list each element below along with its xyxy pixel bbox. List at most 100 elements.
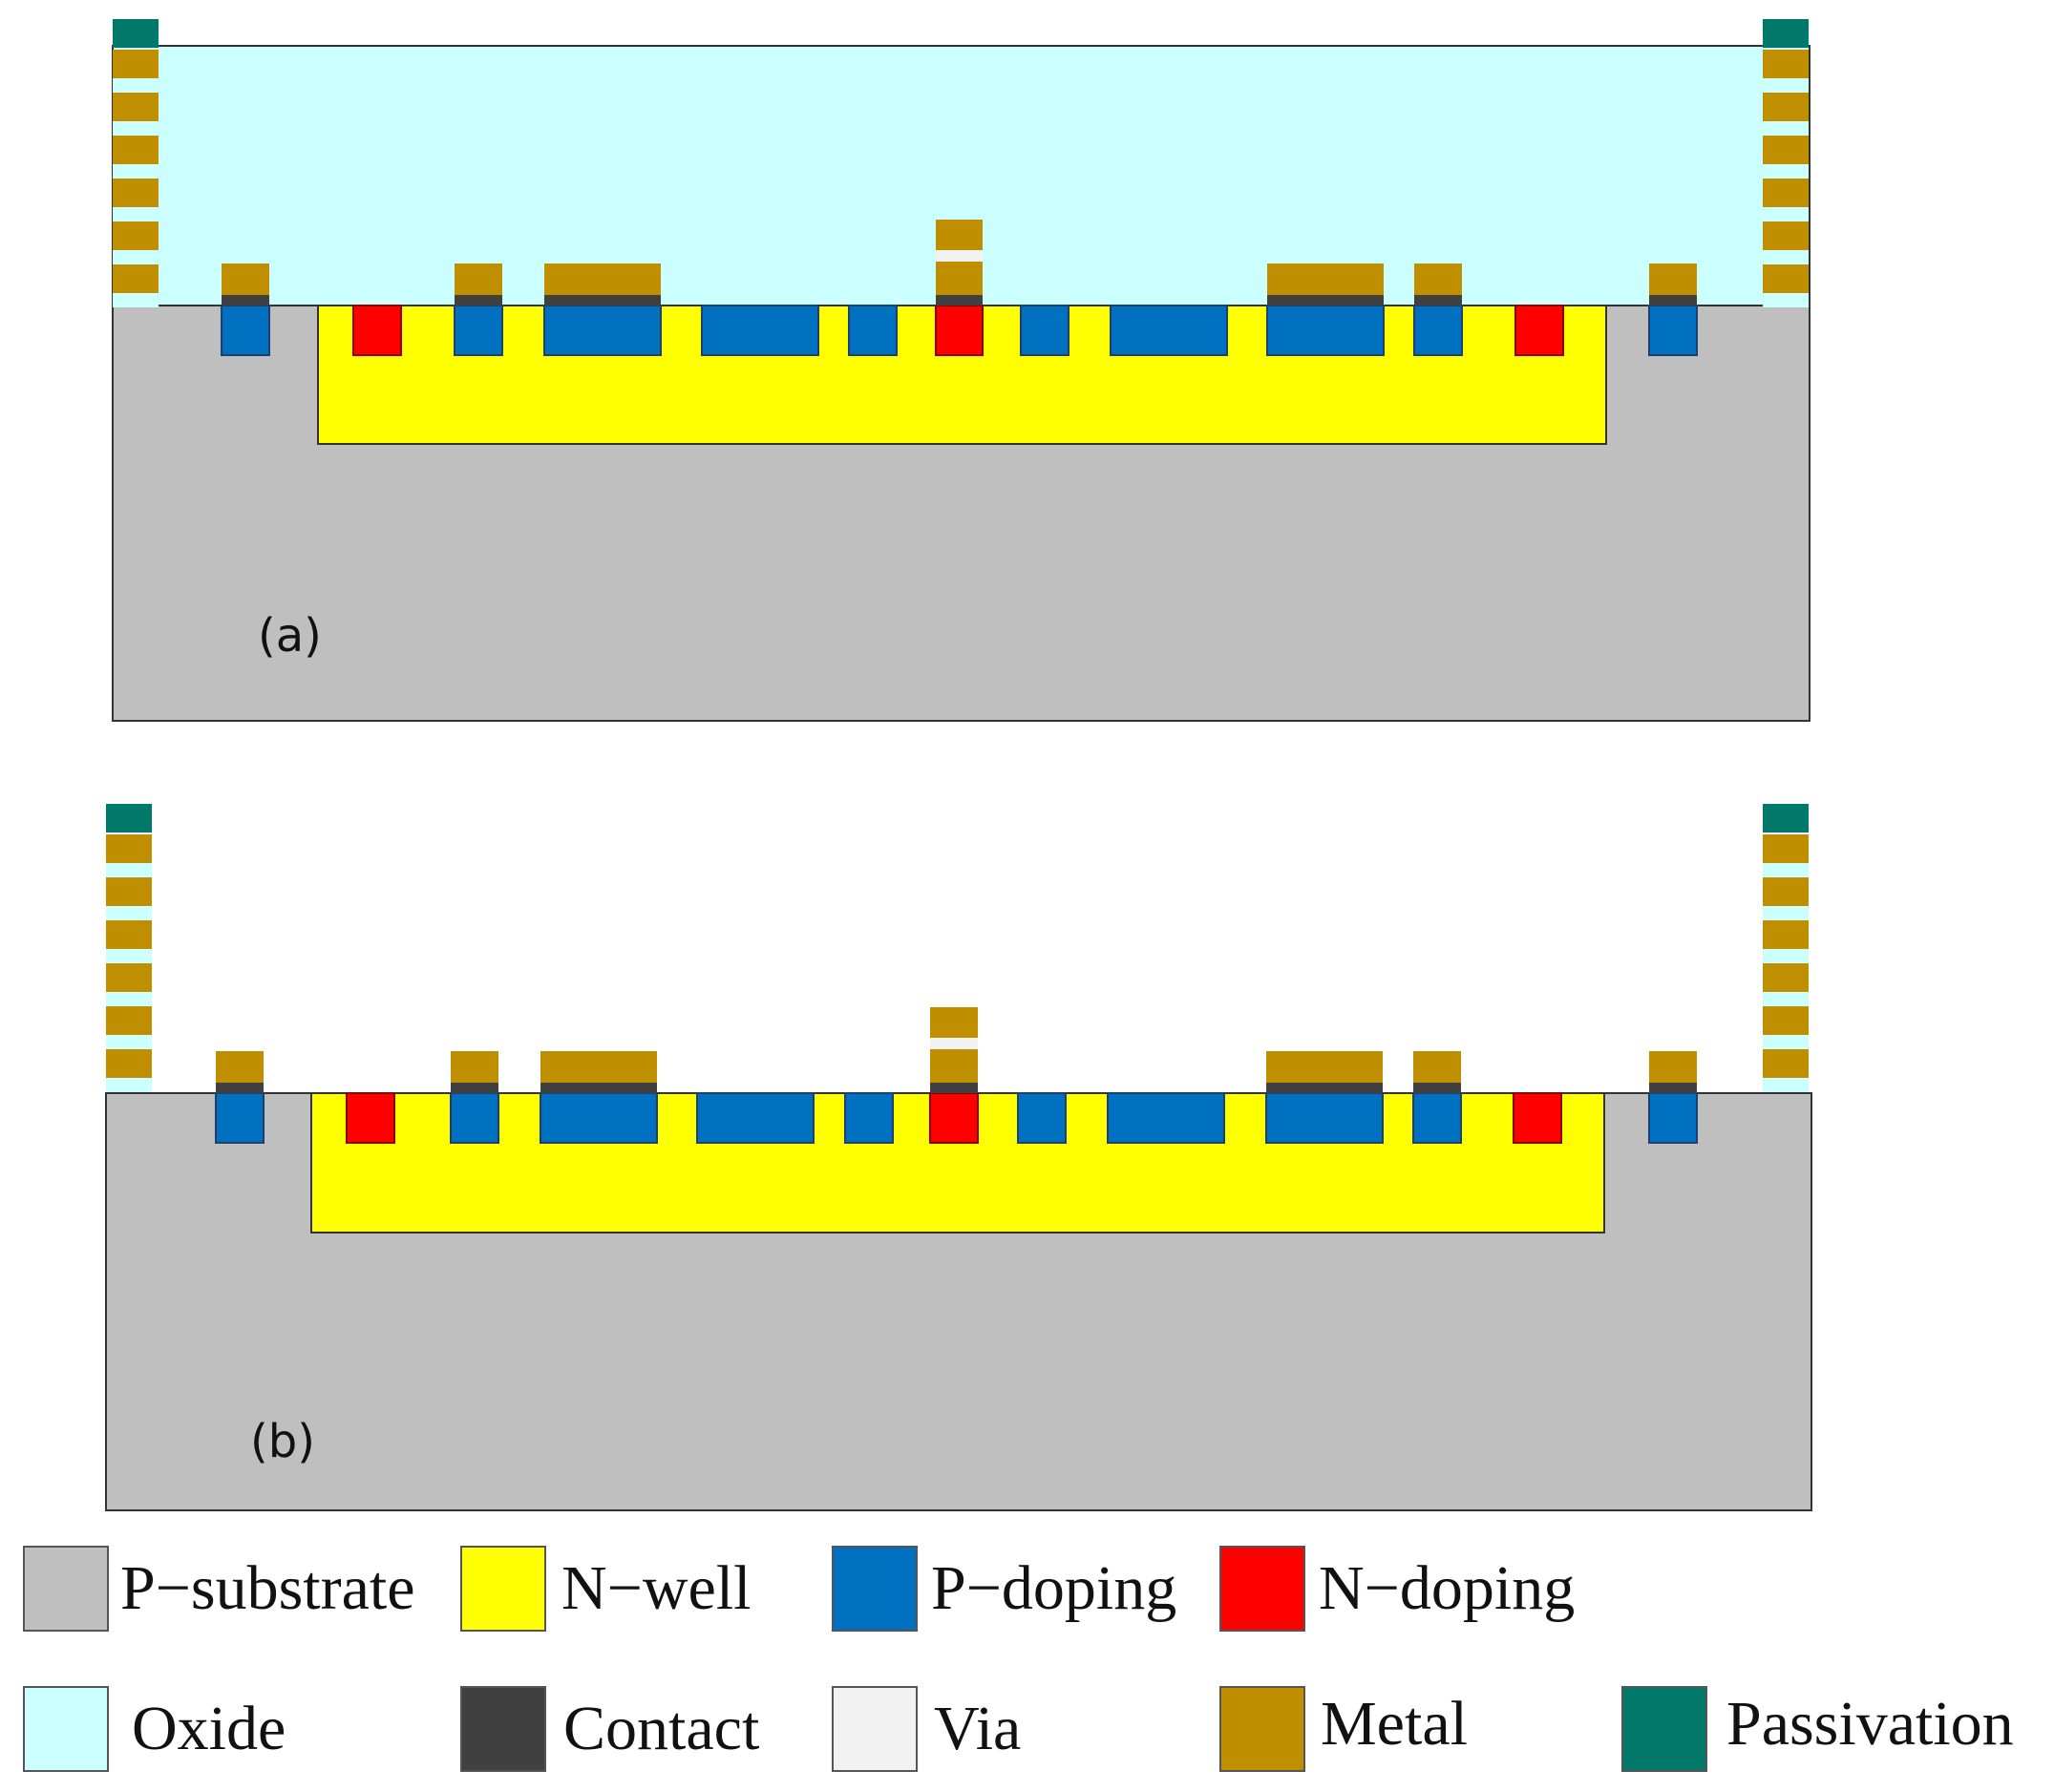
legend-swatch-metal <box>1219 1686 1305 1772</box>
via <box>1763 250 1809 264</box>
via <box>113 78 159 93</box>
metal-line <box>930 1049 978 1084</box>
via <box>1763 1035 1809 1049</box>
metal-line <box>1763 264 1809 293</box>
legend-label-passivation: Passivation <box>1726 1689 2014 1759</box>
legend-swatch-p-doping <box>832 1546 918 1632</box>
metal-line <box>1763 93 1809 121</box>
metal-line <box>106 1006 152 1035</box>
legend-swatch-n-well <box>460 1546 546 1632</box>
metal-line <box>1266 1051 1383 1086</box>
n-doping-region <box>346 1092 395 1144</box>
metal-line <box>1763 963 1809 992</box>
metal-line <box>113 221 159 250</box>
p-doping-region <box>696 1092 815 1144</box>
via <box>930 1038 978 1049</box>
p-doping-region <box>1020 305 1069 356</box>
metal-line <box>1763 877 1809 906</box>
n-doping-region <box>929 1092 979 1144</box>
p-doping-region <box>221 305 270 356</box>
via <box>1763 78 1809 93</box>
p-doping-region <box>543 305 662 356</box>
p-doping-region <box>450 1092 499 1144</box>
contact <box>222 295 269 306</box>
n-doping-region <box>1514 305 1564 356</box>
legend-label-p-substrate: P−substrate <box>120 1553 415 1623</box>
metal-line <box>106 920 152 949</box>
p-doping-region <box>1412 1092 1462 1144</box>
n-doping-region <box>352 305 402 356</box>
via <box>106 992 152 1006</box>
metal-line <box>113 50 159 78</box>
metal-line <box>113 93 159 121</box>
legend-swatch-n-doping <box>1219 1546 1305 1632</box>
via <box>113 164 159 179</box>
via <box>106 949 152 963</box>
p-doping-region <box>1017 1092 1067 1144</box>
p-doping-region <box>454 305 503 356</box>
metal-line <box>544 264 661 298</box>
legend: P−substrate N−well P−doping N−doping Oxi… <box>23 1546 2014 1772</box>
metal-line <box>106 877 152 906</box>
metal-line <box>1649 1051 1697 1086</box>
p-doping-region <box>1648 305 1698 356</box>
legend-label-oxide: Oxide <box>132 1694 286 1763</box>
contact <box>936 295 983 306</box>
p-doping-region <box>701 305 819 356</box>
metal-line <box>1649 264 1697 298</box>
metal-line <box>106 963 152 992</box>
contact <box>1649 295 1697 306</box>
metal-line <box>451 1051 498 1086</box>
metal-line <box>1267 264 1384 298</box>
metal-line <box>1763 834 1809 863</box>
contact <box>1413 1083 1461 1093</box>
via <box>1763 906 1809 920</box>
via <box>1763 1078 1809 1092</box>
via <box>1763 293 1809 307</box>
p-doping-region <box>1110 305 1228 356</box>
legend-swatch-contact <box>460 1686 546 1772</box>
panel-b-label: (b) <box>250 1415 315 1468</box>
contact <box>1267 295 1384 306</box>
via <box>1763 992 1809 1006</box>
contact <box>1266 1083 1383 1093</box>
metal-line <box>1414 264 1462 298</box>
p-doping-region <box>1107 1092 1225 1144</box>
contact <box>540 1083 657 1093</box>
contact <box>216 1083 264 1093</box>
via <box>1763 207 1809 221</box>
metal-line <box>113 264 159 293</box>
contact <box>451 1083 498 1093</box>
via <box>106 906 152 920</box>
contact <box>1414 295 1462 306</box>
legend-label-p-doping: P−doping <box>931 1553 1176 1623</box>
metal-line <box>1763 50 1809 78</box>
legend-label-metal: Metal <box>1321 1689 1468 1759</box>
n-doping-region <box>1513 1092 1562 1144</box>
p-doping-region <box>1413 305 1463 356</box>
p-doping-region <box>215 1092 265 1144</box>
via <box>936 250 983 262</box>
metal-line <box>106 1049 152 1078</box>
metal-line <box>1763 136 1809 164</box>
passivation-cap <box>1763 19 1809 48</box>
via <box>113 293 159 307</box>
passivation-cap <box>113 19 159 48</box>
legend-label-n-well: N−well <box>561 1553 752 1623</box>
metal-line <box>936 262 983 296</box>
metal-line <box>222 264 269 298</box>
passivation-cap <box>1763 804 1809 833</box>
metal-line <box>1413 1051 1461 1086</box>
metal-line <box>455 264 502 298</box>
contact <box>455 295 502 306</box>
metal-line <box>936 220 983 250</box>
contact <box>1649 1083 1697 1093</box>
metal-line <box>1763 1006 1809 1035</box>
p-doping-region <box>844 1092 894 1144</box>
metal-line <box>540 1051 657 1086</box>
via <box>106 1035 152 1049</box>
metal-line <box>1763 179 1809 207</box>
via <box>113 121 159 136</box>
legend-label-n-doping: N−doping <box>1319 1553 1575 1623</box>
